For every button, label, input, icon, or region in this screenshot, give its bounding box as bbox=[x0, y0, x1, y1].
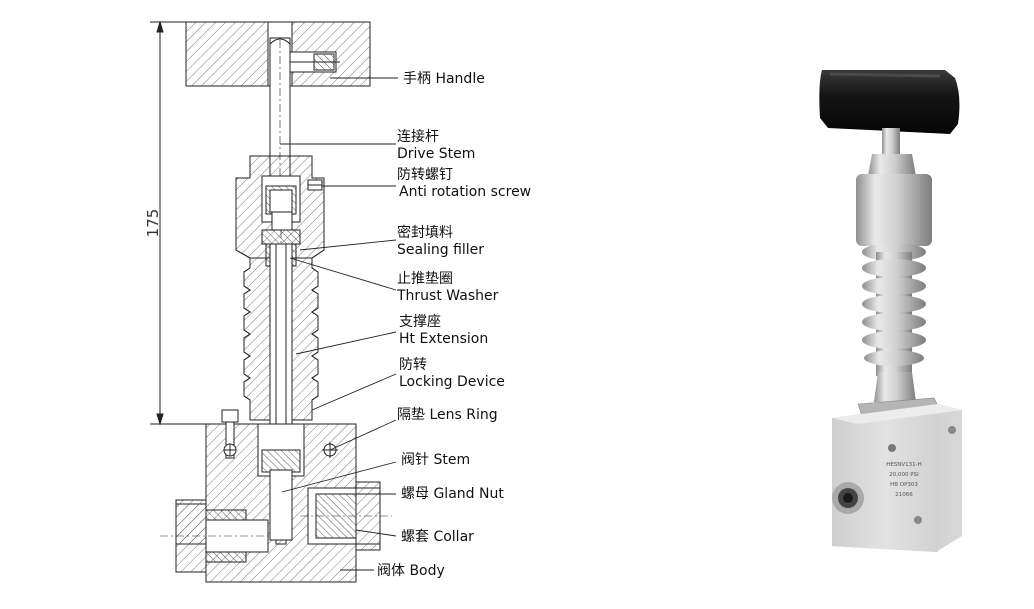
photo-lower-nut bbox=[874, 372, 916, 402]
photo-bonnet bbox=[856, 174, 932, 246]
label-body: 阀体 Body bbox=[377, 563, 445, 579]
label-anti-rotation-cn: 防转螺钉 bbox=[397, 167, 453, 183]
label-stem: 阀针 Stem bbox=[401, 452, 470, 468]
label-locking-en: Locking Device bbox=[399, 374, 505, 390]
photo-engraving-1: HESNV131-H bbox=[886, 462, 922, 468]
cross-section: 175 bbox=[144, 20, 398, 583]
label-sealing-en: Sealing filler bbox=[397, 242, 484, 258]
label-drive-stem-cn: 连接杆 bbox=[397, 128, 439, 145]
photo-stem bbox=[882, 128, 900, 156]
label-ht-ext-cn: 支撑座 bbox=[399, 314, 441, 330]
label-ht-ext-en: Ht Extension bbox=[399, 331, 488, 347]
label-locking-cn: 防转 bbox=[399, 357, 427, 373]
dimension-line bbox=[150, 20, 210, 426]
label-thrust-en: Thrust Washer bbox=[396, 288, 499, 304]
dimension-value: 175 bbox=[144, 209, 162, 238]
photo-engraving-3: HB OP303 bbox=[890, 482, 918, 488]
photo-mount-hole bbox=[888, 444, 896, 452]
body-part bbox=[160, 409, 392, 583]
label-sealing-cn: 密封填料 bbox=[397, 224, 453, 241]
part-labels: 手柄 Handle 连接杆 Drive Stem 防转螺钉 Anti rotat… bbox=[377, 71, 531, 579]
label-handle: 手柄 Handle bbox=[403, 71, 485, 87]
valve-photo: HESNV131-H 20,000 PSI HB OP303 21066 bbox=[819, 70, 962, 552]
leader-lines bbox=[280, 77, 398, 571]
photo-fins bbox=[862, 243, 926, 376]
photo-handle bbox=[819, 70, 960, 134]
photo-hex-nut bbox=[868, 154, 916, 176]
photo-body-block: HESNV131-H 20,000 PSI HB OP303 21066 bbox=[832, 404, 962, 552]
label-anti-rotation-en: Anti rotation screw bbox=[399, 184, 531, 200]
bonnet-part bbox=[235, 155, 325, 259]
label-thrust-cn: 止推垫圈 bbox=[397, 271, 453, 287]
label-drive-stem-en: Drive Stem bbox=[397, 146, 475, 162]
photo-engraving-4: 21066 bbox=[895, 492, 913, 498]
photo-engraving-2: 20,000 PSI bbox=[889, 472, 919, 478]
label-lens-ring: 隔垫 Lens Ring bbox=[397, 407, 498, 423]
label-collar: 螺套 Collar bbox=[401, 529, 474, 545]
label-gland-nut: 螺母 Gland Nut bbox=[401, 486, 504, 502]
